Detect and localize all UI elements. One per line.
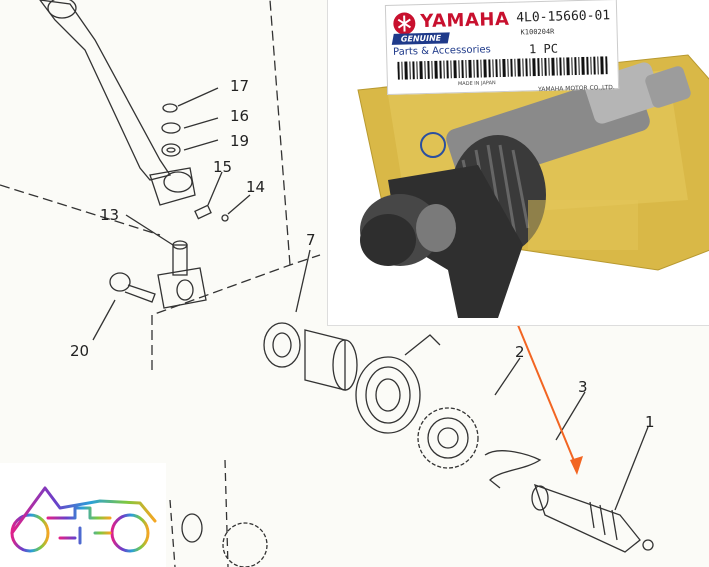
callout-1: 1 <box>645 413 655 431</box>
washer-lower <box>181 513 203 543</box>
made-in-text: MADE IN JAPAN <box>457 80 496 88</box>
callout-19: 19 <box>230 132 249 150</box>
kick-shaft-13 <box>172 244 188 276</box>
callout-20: 20 <box>70 342 89 360</box>
ratchet-gear-2 <box>417 407 479 469</box>
circlip-17 <box>162 103 178 113</box>
kick-lever-pivot <box>47 0 77 19</box>
orange-arrow-line <box>512 312 578 469</box>
orange-arrow-head <box>570 456 583 475</box>
motorcycle-logo-icon <box>10 486 157 553</box>
callout-17: 17 <box>230 77 249 95</box>
quantity: 1 PC <box>528 41 559 57</box>
callout-15: 15 <box>213 158 232 176</box>
kick-spring <box>355 356 421 434</box>
kick-axle-1 <box>533 483 641 553</box>
brand-name: YAMAHA <box>420 8 510 33</box>
bearing-7 <box>263 322 301 368</box>
pin-15 <box>194 204 212 220</box>
part-number: 4L0-15660-01 <box>516 8 611 26</box>
callout-3: 3 <box>578 378 588 396</box>
serial-number: K100204R <box>520 27 555 37</box>
yamaha-part-label: YAMAHA 4L0-15660-01 K100204R GENUINE Par… <box>384 0 620 96</box>
washer-19 <box>161 143 181 157</box>
barcode <box>397 56 608 80</box>
parts-accessories-text: Parts & Accessories <box>392 44 491 58</box>
clip-3 <box>484 450 542 489</box>
kick-lever-arm <box>39 0 172 181</box>
lower-gear <box>222 522 268 567</box>
washer-16 <box>161 122 181 134</box>
sleeve <box>304 329 346 391</box>
callout-13: 13 <box>100 206 119 224</box>
kick-lever-boss <box>149 167 196 206</box>
ball-14 <box>221 214 229 222</box>
yamaha-tuning-fork-icon <box>393 12 416 35</box>
product-photo: YAMAHA 4L0-15660-01 K100204R GENUINE Par… <box>327 0 709 326</box>
photo-background <box>357 54 709 318</box>
callout-2: 2 <box>515 343 525 361</box>
motorcycle-parts-logo <box>0 463 166 567</box>
genuine-badge: GENUINE <box>391 32 451 45</box>
callout-16: 16 <box>230 107 249 125</box>
callout-14: 14 <box>246 178 265 196</box>
bolt-20 <box>109 272 131 292</box>
callout-7: 7 <box>306 231 316 249</box>
